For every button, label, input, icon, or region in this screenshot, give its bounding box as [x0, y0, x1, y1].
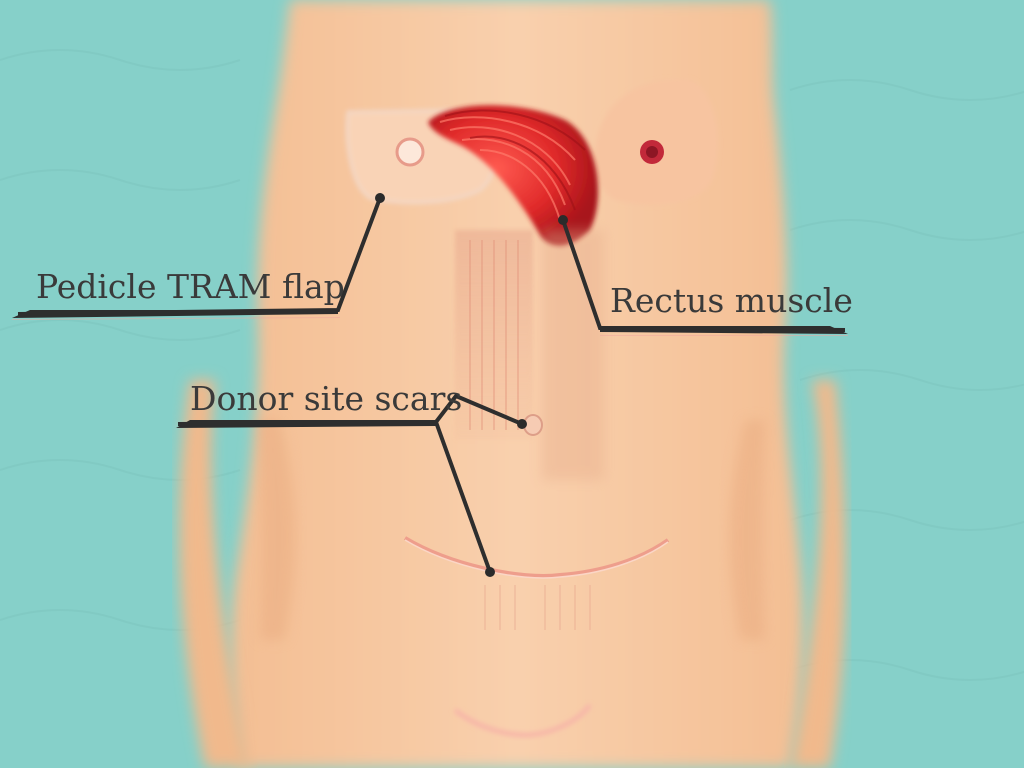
- donor-scars: [403, 414, 670, 579]
- right-breast: [594, 79, 718, 205]
- donor-muscle-strips: [455, 230, 604, 630]
- flap-nipple-marker: [395, 137, 425, 167]
- label-rectus-muscle: Rectus muscle: [610, 281, 853, 320]
- abdominal-scar: [403, 536, 670, 578]
- label-pedicle-tram-flap: Pedicle TRAM flap: [36, 267, 345, 306]
- background-waves: [0, 49, 1024, 681]
- label-bars: [12, 310, 848, 428]
- rectus-muscle: [428, 105, 598, 246]
- pointer-dots: [375, 193, 568, 577]
- label-donor-site-scars: Donor site scars: [190, 379, 462, 418]
